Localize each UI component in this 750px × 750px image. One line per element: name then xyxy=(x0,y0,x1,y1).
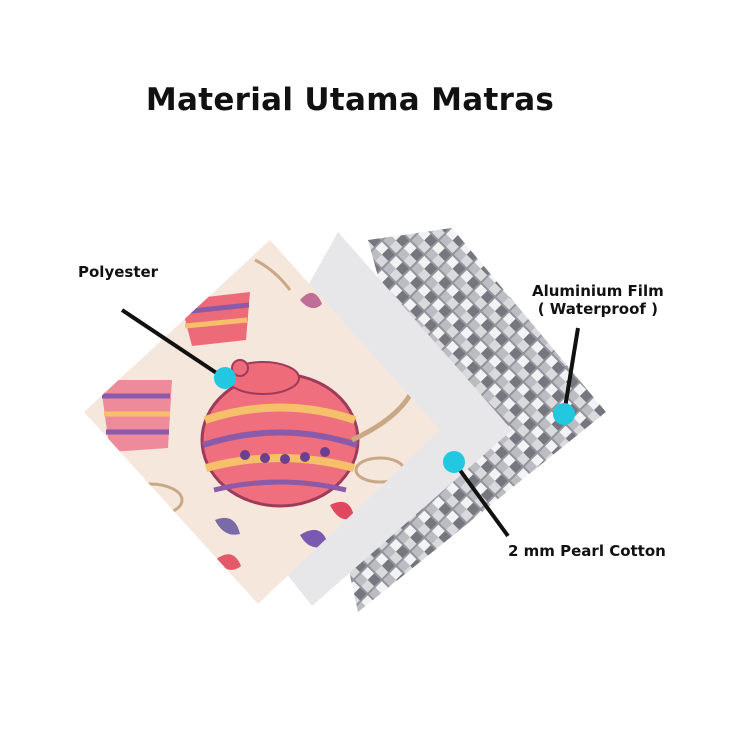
pearl-marker xyxy=(443,451,465,473)
polyester-marker xyxy=(214,367,236,389)
aluminium-film-label-line1: Aluminium Film xyxy=(532,282,664,300)
aluminium-film-label-line2: ( Waterproof ) xyxy=(532,300,664,318)
polyester-label: Polyester xyxy=(78,263,158,281)
aluminium-film-label: Aluminium Film ( Waterproof ) xyxy=(532,282,664,318)
aluminium-marker xyxy=(553,403,575,425)
pearl-cotton-label: 2 mm Pearl Cotton xyxy=(508,542,666,560)
